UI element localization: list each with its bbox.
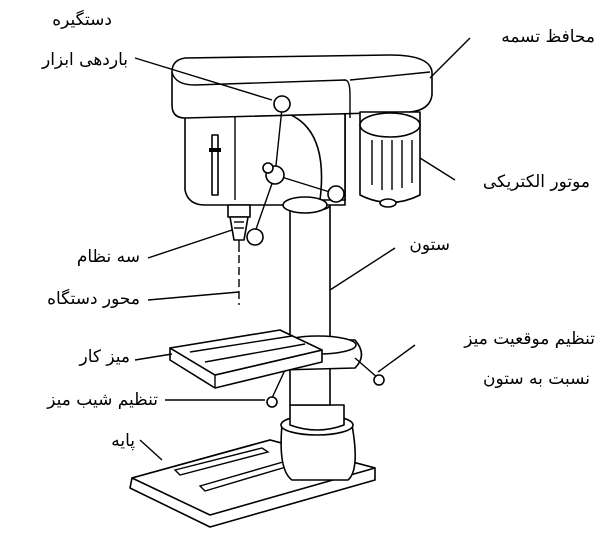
label-column: ستون	[409, 235, 450, 255]
column-base-collar	[280, 404, 356, 481]
feed-handle-drawing	[246, 95, 345, 246]
label-table-position-1: تنظیم موقعیت میز	[464, 329, 595, 349]
label-table-position-2: نسبت به ستون	[482, 369, 590, 389]
column-drawing	[289, 198, 331, 406]
work-table-drawing	[169, 329, 323, 389]
label-spindle-axis: محور دستگاه	[47, 289, 140, 309]
label-feed-handle-2: باردهی ابزار	[42, 50, 128, 70]
label-belt-guard: محافظ تسمه	[501, 27, 595, 47]
belt-guard-drawing	[171, 54, 433, 119]
label-electric-motor: موتور الکتریکی	[482, 172, 590, 192]
label-work-table: میز کار	[79, 347, 130, 367]
label-feed-handle-1: دستگیره	[52, 10, 112, 30]
label-chuck: سه نظام	[76, 247, 140, 267]
leader-lines	[134, 37, 471, 461]
label-table-tilt: تنظیم شیب میز	[47, 390, 158, 410]
label-base: پایه	[111, 431, 135, 451]
head-drawing	[184, 104, 346, 252]
electric-motor-drawing	[359, 111, 421, 208]
